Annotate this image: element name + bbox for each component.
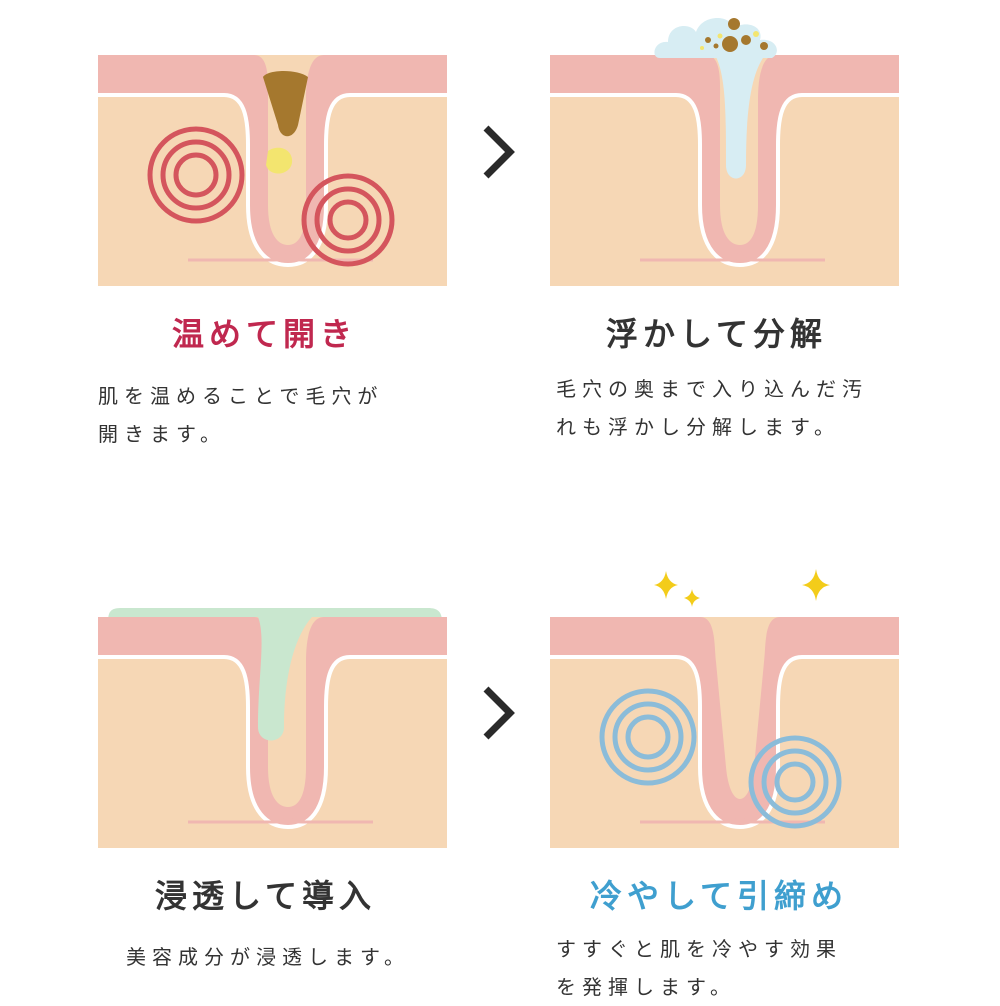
description-line: 肌を温めることで毛穴が bbox=[98, 377, 468, 415]
illustration-warm-open bbox=[98, 55, 447, 286]
foam-bubble-icon bbox=[654, 18, 776, 58]
sparkle-icon bbox=[654, 571, 678, 599]
step-title-penetrate: 浸透して導入 bbox=[155, 880, 376, 912]
description-line: 開きます。 bbox=[98, 415, 468, 453]
sparkle-icon bbox=[802, 569, 830, 601]
step-title-cool: 冷やして引締め bbox=[590, 880, 848, 912]
illustration-penetrate bbox=[98, 600, 447, 848]
description-line: すすぐと肌を冷やす効果 bbox=[556, 930, 926, 968]
description-line: 毛穴の奥まで入り込んだ汚 bbox=[556, 370, 926, 408]
description-line: を発揮します。 bbox=[556, 968, 926, 1006]
sparkle-icon bbox=[684, 589, 700, 607]
step-title-lift: 浮かして分解 bbox=[606, 318, 827, 350]
chevron-right-icon bbox=[478, 122, 518, 182]
step-description-cool: すすぐと肌を冷やす効果 を発揮します。 bbox=[556, 930, 926, 1006]
step-description-penetrate: 美容成分が浸透します。 bbox=[126, 938, 496, 976]
step-title-warm: 温めて開き bbox=[172, 318, 357, 350]
description-line: 美容成分が浸透します。 bbox=[126, 938, 496, 976]
description-line: れも浮かし分解します。 bbox=[556, 408, 926, 446]
illustration-lift-dissolve bbox=[550, 0, 899, 286]
sebum-plug bbox=[266, 148, 292, 174]
step-description-warm: 肌を温めることで毛穴が 開きます。 bbox=[98, 377, 468, 453]
chevron-right-icon bbox=[478, 683, 518, 743]
illustration-cool-tighten bbox=[550, 565, 899, 848]
step-description-lift: 毛穴の奥まで入り込んだ汚 れも浮かし分解します。 bbox=[556, 370, 926, 446]
